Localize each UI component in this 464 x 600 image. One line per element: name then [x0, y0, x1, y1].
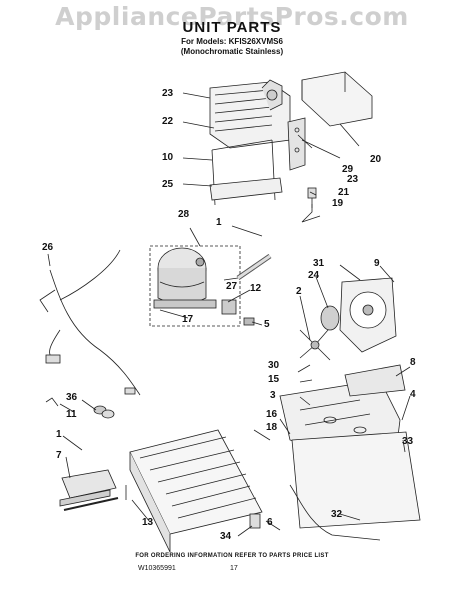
callout-31: 31 — [313, 258, 325, 269]
callout-28: 28 — [178, 209, 190, 220]
grommet-part — [249, 513, 261, 529]
document-id: W10365991 — [138, 565, 176, 572]
callout-2: 2 — [296, 286, 302, 297]
condenser-coil-part — [129, 429, 263, 553]
compressor-part — [149, 245, 241, 327]
air-duct-part — [301, 71, 373, 127]
callout-13: 13 — [142, 517, 154, 528]
callout-25: 25 — [162, 179, 174, 190]
callout-6: 6 — [267, 517, 273, 528]
cord-clip-part — [93, 405, 115, 419]
thermistor-part — [301, 187, 321, 223]
mounting-bracket-part — [209, 139, 283, 206]
callout-9: 9 — [374, 258, 380, 269]
callout-15: 15 — [268, 374, 280, 385]
callout-1: 1 — [216, 217, 222, 228]
callout-36: 36 — [66, 392, 78, 403]
callout-23b: 23 — [347, 174, 359, 185]
callout-27: 27 — [226, 281, 238, 292]
condenser-fan-blade-part — [299, 329, 331, 361]
callout-5: 5 — [264, 319, 270, 330]
page-number: 17 — [230, 565, 238, 572]
callout-21: 21 — [338, 187, 350, 198]
callout-29: 29 — [342, 164, 354, 175]
callout-30: 30 — [268, 360, 280, 371]
callout-11: 11 — [66, 409, 77, 420]
model-line: For Models: KFIS26XVMS6 — [181, 37, 283, 46]
callout-12: 12 — [250, 283, 262, 294]
callout-1b: 1 — [56, 429, 62, 440]
callout-23: 23 — [162, 88, 174, 99]
callout-7: 7 — [56, 450, 62, 461]
callout-33: 33 — [402, 436, 414, 447]
diagram-title: UNIT PARTS — [182, 19, 282, 36]
callout-10: 10 — [162, 152, 174, 163]
compressor-bracket-part — [59, 469, 119, 511]
ordering-info-note: FOR ORDERING INFORMATION REFER TO PARTS … — [135, 553, 329, 559]
model-info: For Models: KFIS26XVMS6 (Monochromatic S… — [0, 37, 464, 57]
callout-22: 22 — [162, 116, 174, 127]
callout-26: 26 — [42, 242, 54, 253]
callout-3: 3 — [270, 390, 276, 401]
watermark-text: AppliancePartsPros.com — [55, 2, 409, 31]
callout-16: 16 — [266, 409, 278, 420]
drain-pan-part — [289, 431, 421, 541]
fan-bracket-part — [287, 117, 306, 171]
wiring-harness-part — [39, 249, 141, 396]
condenser-fan-shroud-part — [339, 277, 397, 353]
overload-part — [243, 317, 255, 326]
filter-drier-part — [236, 253, 272, 281]
model-variant-line: (Monochromatic Stainless) — [180, 47, 284, 56]
callout-17: 17 — [182, 314, 194, 325]
callout-4: 4 — [410, 389, 416, 400]
callout-20: 20 — [370, 154, 382, 165]
condenser-fan-motor-part — [320, 305, 340, 331]
callout-32: 32 — [331, 509, 343, 520]
callout-8: 8 — [410, 357, 416, 368]
wire-tie-part — [45, 397, 59, 407]
start-relay-part — [221, 299, 237, 315]
condenser-duct-part — [209, 79, 291, 149]
callout-24: 24 — [308, 270, 320, 281]
callout-18: 18 — [266, 422, 278, 433]
callout-19: 19 — [332, 198, 344, 209]
callout-34: 34 — [220, 531, 232, 542]
